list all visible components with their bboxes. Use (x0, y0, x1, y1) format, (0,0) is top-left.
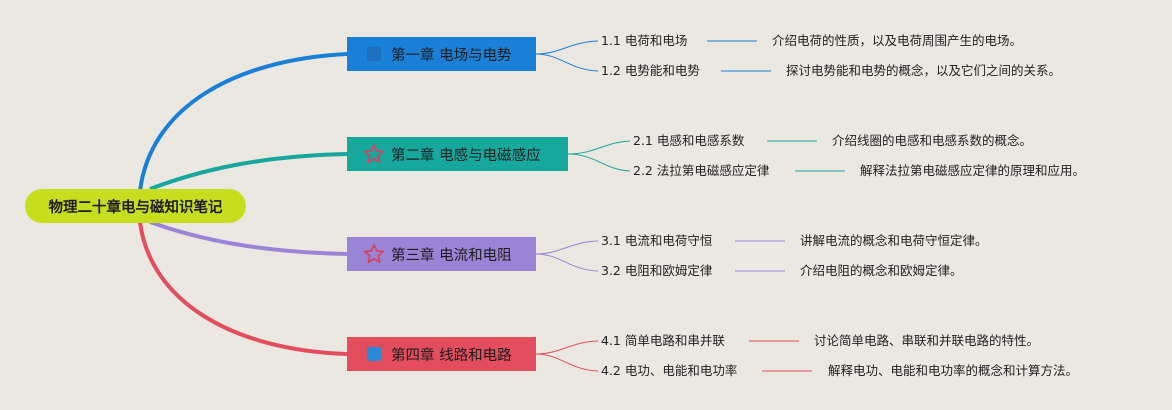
chapter-topic-3[interactable]: 第三章 电流和电阻 (347, 237, 536, 271)
section-title-1-1[interactable]: 1.1 电荷和电场 (601, 33, 688, 48)
section-title-2-2[interactable]: 2.2 法拉第电磁感应定律 (633, 163, 770, 178)
chapter-label-4: 第四章 线路和电路 (391, 347, 512, 364)
chapter-label-2: 第二章 电感与电磁感应 (391, 147, 541, 164)
branch-connector-1 (138, 52, 348, 192)
section-desc-2-2[interactable]: 解释法拉第电磁感应定律的原理和应用。 (860, 163, 1086, 178)
section-title-3-1[interactable]: 3.1 电流和电荷守恒 (601, 233, 713, 248)
branch-connector-3 (149, 220, 348, 256)
root-topic-label: 物理二十章电与磁知识笔记 (48, 199, 223, 216)
section-title-2-1[interactable]: 2.1 电感和电感系数 (633, 133, 745, 148)
chapter-label-3: 第三章 电流和电阻 (391, 247, 512, 264)
star-icon (363, 143, 385, 165)
branch-connector-2 (149, 152, 348, 191)
section-title-4-2[interactable]: 4.2 电功、电能和电功率 (601, 363, 738, 378)
section-desc-4-1[interactable]: 讨论简单电路、串联和并联电路的特性。 (814, 333, 1040, 348)
sub-connector-4-1 (535, 340, 599, 355)
chapter-label-1: 第一章 电场与电势 (391, 47, 512, 64)
sub-connector-1-2 (535, 53, 599, 72)
section-desc-4-2[interactable]: 解释电功、电能和电功率的概念和计算方法。 (828, 363, 1079, 378)
star-icon (363, 243, 385, 265)
section-desc-3-1[interactable]: 讲解电流的概念和电荷守恒定律。 (800, 233, 988, 248)
section-desc-1-2[interactable]: 探讨电势能和电势的概念，以及它们之间的关系。 (786, 63, 1062, 78)
section-title-1-2[interactable]: 1.2 电势能和电势 (601, 63, 700, 78)
flag-icon (363, 343, 385, 365)
section-desc-1-1[interactable]: 介绍电荷的性质，以及电荷周围产生的电场。 (772, 33, 1023, 48)
chapter-topic-4[interactable]: 第四章 线路和电路 (347, 337, 536, 371)
flag-icon (363, 43, 385, 65)
sub-connector-4-2 (535, 353, 599, 372)
root-topic[interactable]: 物理二十章电与磁知识笔记 (25, 189, 246, 223)
sub-connector-3-1 (535, 240, 599, 255)
section-title-3-2[interactable]: 3.2 电阻和欧姆定律 (601, 263, 713, 278)
chapter-topic-2[interactable]: 第二章 电感与电磁感应 (347, 137, 568, 171)
sub-connector-3-2 (535, 253, 599, 272)
sub-connector-2-1 (567, 140, 631, 155)
sub-connector-1-1 (535, 40, 599, 55)
chapter-topic-1[interactable]: 第一章 电场与电势 (347, 37, 536, 71)
section-desc-2-1[interactable]: 介绍线圈的电感和电感系数的概念。 (832, 133, 1033, 148)
section-desc-3-2[interactable]: 介绍电阻的概念和欧姆定律。 (800, 263, 963, 278)
branch-connector-4 (138, 221, 348, 356)
sub-connector-2-2 (567, 153, 631, 172)
section-title-4-1[interactable]: 4.1 简单电路和串并联 (601, 333, 725, 348)
